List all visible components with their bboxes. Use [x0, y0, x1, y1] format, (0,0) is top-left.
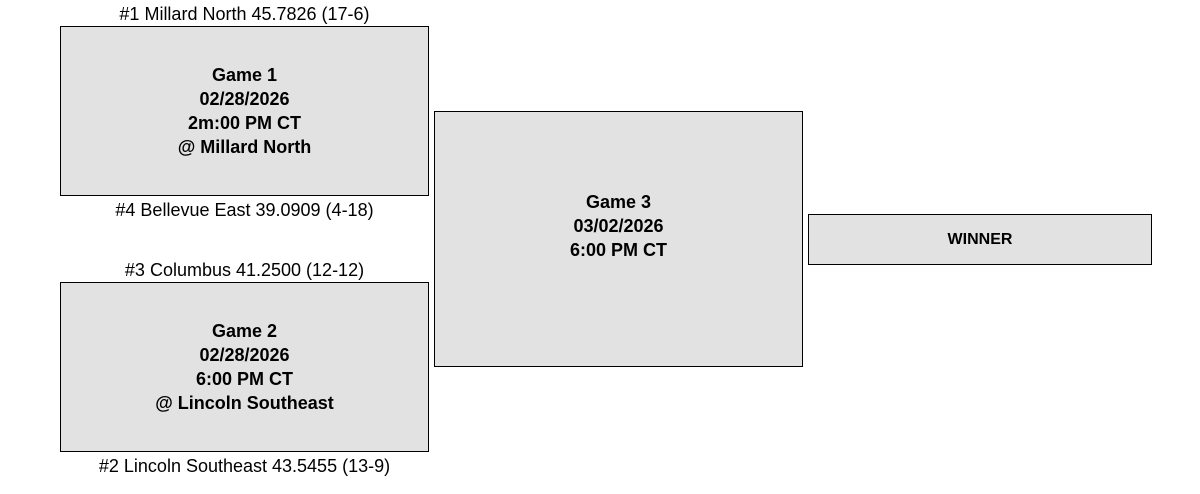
game2-top-team-label: #3 Columbus 41.2500 (12-12): [124, 260, 365, 280]
game2-location: @ Lincoln Southeast: [155, 393, 334, 413]
game3-date: 03/02/2026: [573, 216, 664, 236]
game2-date: 02/28/2026: [199, 345, 290, 365]
game1-title: Game 1: [211, 65, 278, 85]
game3-box[interactable]: Game 3 03/02/2026 6:00 PM CT: [434, 111, 803, 367]
game3-time: 6:00 PM CT: [569, 240, 668, 260]
game3-title: Game 3: [585, 192, 652, 212]
game1-time: 2m:00 PM CT: [187, 113, 302, 133]
game2-time: 6:00 PM CT: [195, 369, 294, 389]
game1-bottom-team-label: #4 Bellevue East 39.0909 (4-18): [115, 200, 374, 220]
game1-top-team-label: #1 Millard North 45.7826 (17-6): [119, 4, 370, 24]
game2-bottom-team-label: #2 Lincoln Southeast 43.5455 (13-9): [98, 456, 391, 476]
game1-location: @ Millard North: [177, 137, 312, 157]
game1-box[interactable]: Game 1 02/28/2026 2m:00 PM CT @ Millard …: [60, 26, 429, 196]
game2-box[interactable]: Game 2 02/28/2026 6:00 PM CT @ Lincoln S…: [60, 282, 429, 452]
winner-box[interactable]: WINNER: [808, 214, 1152, 265]
game1-date: 02/28/2026: [199, 89, 290, 109]
game2-title: Game 2: [211, 321, 278, 341]
winner-label: WINNER: [947, 230, 1013, 248]
